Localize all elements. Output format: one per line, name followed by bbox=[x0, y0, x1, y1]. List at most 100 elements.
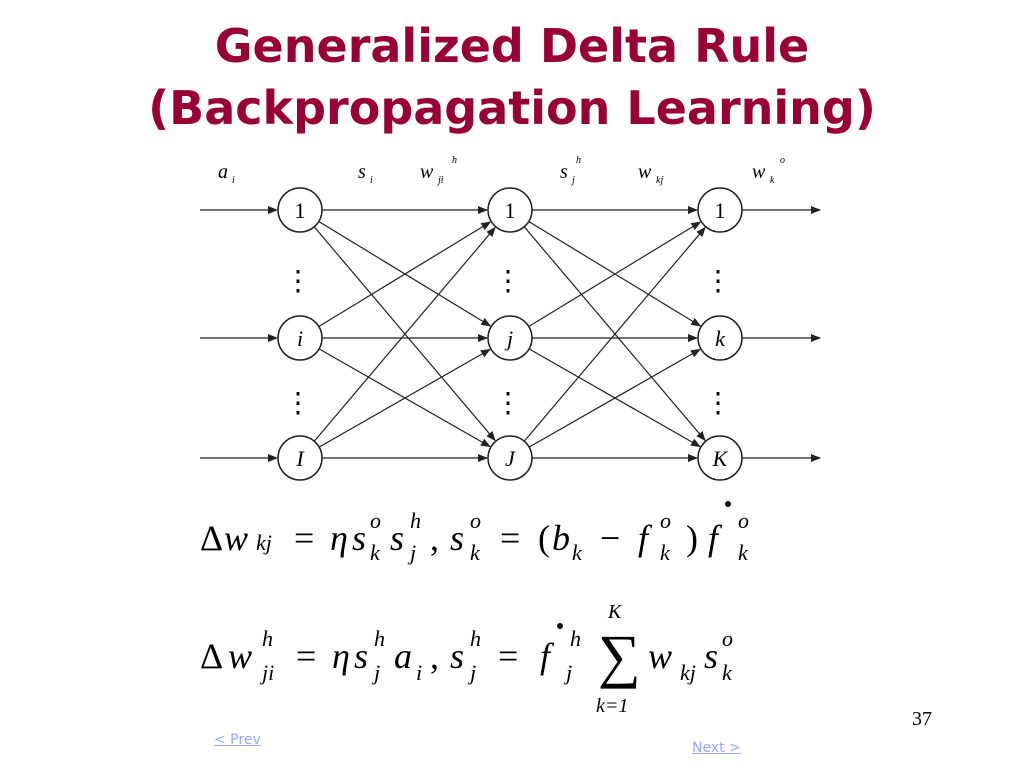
eq1-w: w bbox=[224, 518, 248, 558]
hidden-node-1 bbox=[487, 187, 533, 233]
eq2-sup-o: o bbox=[722, 626, 733, 651]
eq2-sup-h4: h bbox=[570, 626, 581, 651]
ellipsis: ⋮ bbox=[494, 388, 522, 419]
eq1-sup-o: o bbox=[370, 508, 381, 533]
weight-edge bbox=[523, 226, 706, 442]
slide-title-line1: Generalized Delta Rule bbox=[214, 19, 810, 73]
eq2-s: s bbox=[354, 636, 368, 676]
connection-edges bbox=[200, 206, 821, 462]
eq1-sup-h: h bbox=[410, 508, 421, 533]
label-w1: w bbox=[420, 161, 434, 183]
label-w1-sup: h bbox=[452, 155, 457, 166]
eq2-a: a bbox=[394, 636, 412, 676]
eq2-sum: ∑ bbox=[598, 623, 641, 689]
eq1-comma: , bbox=[430, 518, 439, 558]
ellipsis: ⋮ bbox=[284, 388, 312, 419]
label-a: a bbox=[218, 161, 228, 183]
eq1-s: s bbox=[352, 518, 366, 558]
eq2-eq2: = bbox=[498, 636, 518, 676]
hidden-node-j bbox=[487, 315, 533, 361]
eq1-minus: − bbox=[600, 518, 620, 558]
output-node-k bbox=[697, 315, 743, 361]
hidden-node-j-label: j bbox=[504, 326, 513, 351]
label-s: s bbox=[358, 161, 366, 183]
eq1-rparen: ) bbox=[686, 518, 698, 558]
hidden-node-J-label: J bbox=[505, 446, 516, 471]
equation-weight-update-output: Δ w kj = η s o k s h j , s o k = ( b k −… bbox=[200, 501, 749, 565]
input-node-I-label: I bbox=[295, 446, 305, 471]
eq2-s2: s bbox=[450, 636, 464, 676]
eq2-sub-j2: j bbox=[467, 660, 476, 685]
eq1-eta: η bbox=[330, 518, 348, 558]
label-sh-sup: h bbox=[576, 155, 581, 166]
eq1-delta: Δ bbox=[200, 518, 223, 558]
input-node-1-label: 1 bbox=[295, 198, 306, 223]
eq2-w: w bbox=[228, 636, 252, 676]
equation-weight-update-hidden: Δ w h ji = η s h j a i , s h j = f h j ∑… bbox=[200, 601, 733, 717]
ellipsis: ⋮ bbox=[704, 388, 732, 419]
input-node-1 bbox=[277, 187, 323, 233]
label-w1-sub: ji bbox=[436, 175, 444, 186]
output-layer: 1 k K ⋮ ⋮ bbox=[697, 187, 743, 481]
next-link[interactable]: Next > bbox=[692, 740, 741, 756]
eq2-sub-i: i bbox=[416, 660, 422, 685]
eq2-sup-h: h bbox=[262, 626, 273, 651]
page-number: 37 bbox=[912, 708, 932, 730]
weight-edge bbox=[313, 226, 496, 442]
eq1-kj: kj bbox=[256, 530, 272, 555]
input-node-i bbox=[277, 315, 323, 361]
output-node-1 bbox=[697, 187, 743, 233]
prev-link[interactable]: < Prev bbox=[214, 732, 261, 748]
label-wo-sup: o bbox=[780, 155, 785, 166]
label-a-sub: i bbox=[232, 175, 235, 186]
label-w2-sub: kj bbox=[656, 175, 663, 186]
slide-title-line2: (Backpropagation Learning) bbox=[148, 81, 876, 135]
eq2-sum-lower: k=1 bbox=[596, 695, 628, 717]
eq2-sub-j3: j bbox=[563, 660, 572, 685]
eq1-eq: = bbox=[294, 518, 314, 558]
label-sh-sub: j bbox=[570, 175, 575, 186]
output-node-K-label: K bbox=[712, 446, 729, 471]
eq1-dot bbox=[725, 501, 731, 507]
eq2-delta: Δ bbox=[200, 636, 223, 676]
eq1-f: f bbox=[638, 518, 653, 558]
eq1-sub-k2: k bbox=[470, 540, 481, 565]
ellipsis: ⋮ bbox=[284, 266, 312, 297]
eq2-sub-kj: kj bbox=[680, 660, 696, 685]
eq2-sub-j: j bbox=[371, 660, 380, 685]
weight-edge bbox=[528, 348, 701, 448]
eq1-eq2: = bbox=[500, 518, 520, 558]
hidden-node-1-label: 1 bbox=[505, 198, 516, 223]
weight-edge bbox=[318, 221, 492, 328]
eq2-eta: η bbox=[332, 636, 350, 676]
eq2-fdot: f bbox=[540, 636, 555, 676]
eq2-eq: = bbox=[296, 636, 316, 676]
eq2-comma: , bbox=[430, 636, 439, 676]
eq1-sub-k: k bbox=[370, 540, 381, 565]
eq2-sub-k: k bbox=[722, 660, 733, 685]
eq2-sup-h2: h bbox=[374, 626, 385, 651]
weight-edge bbox=[528, 221, 702, 328]
eq1-lparen: ( bbox=[538, 518, 550, 558]
top-labels: a i s i w ji h s j h w kj w k o bbox=[218, 155, 785, 186]
eq2-w2: w bbox=[648, 636, 672, 676]
eq2-sup-h3: h bbox=[470, 626, 481, 651]
eq1-sup-o4: o bbox=[738, 508, 749, 533]
eq1-sub-j: j bbox=[407, 540, 416, 565]
ellipsis: ⋮ bbox=[494, 266, 522, 297]
label-sh: s bbox=[560, 161, 568, 183]
input-node-I bbox=[277, 435, 323, 481]
eq1-fdot: f bbox=[708, 518, 723, 558]
label-w2: w bbox=[638, 161, 652, 183]
hidden-layer: 1 j J ⋮ ⋮ bbox=[487, 187, 533, 481]
hidden-node-J bbox=[487, 435, 533, 481]
eq2-sub-ji: ji bbox=[259, 660, 274, 685]
ellipsis: ⋮ bbox=[704, 266, 732, 297]
eq1-sub-k3: k bbox=[572, 540, 583, 565]
eq1-sub-k5: k bbox=[738, 540, 749, 565]
eq2-s3: s bbox=[704, 636, 718, 676]
eq1-s2: s bbox=[390, 518, 404, 558]
eq1-b: b bbox=[552, 518, 570, 558]
eq2-dot bbox=[557, 623, 563, 629]
